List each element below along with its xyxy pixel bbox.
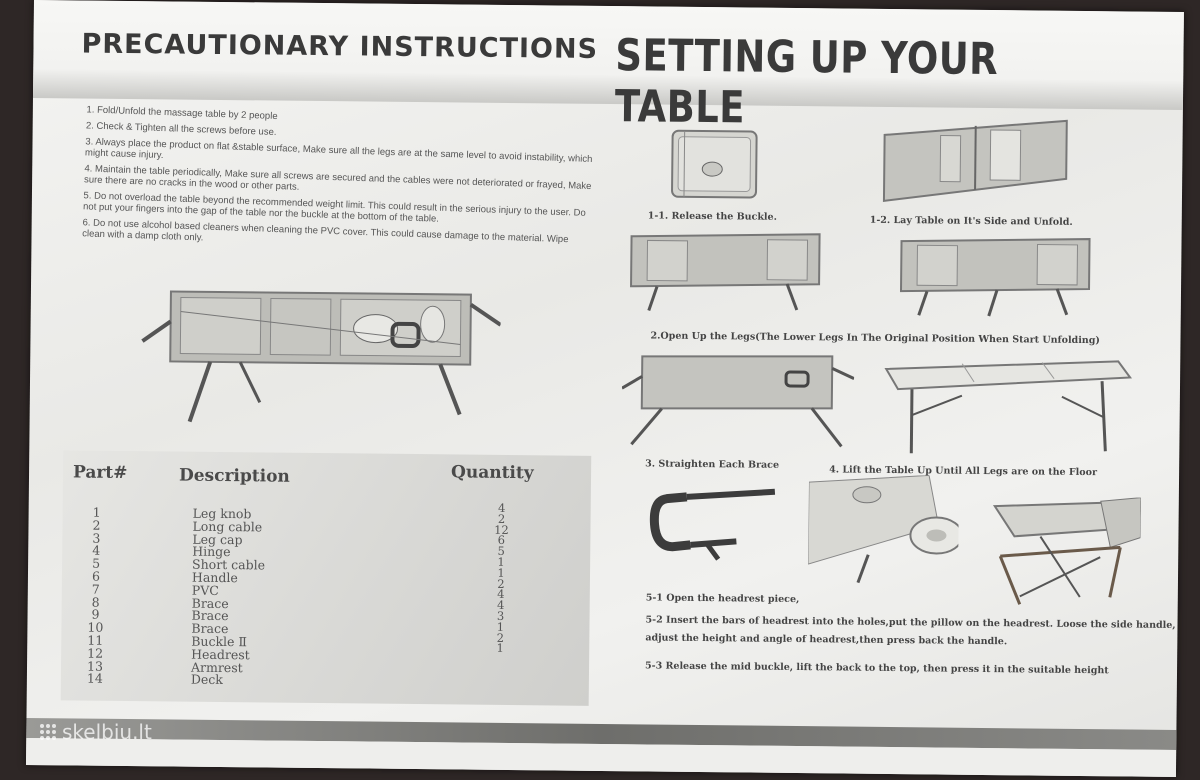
part-description: Deck xyxy=(190,672,223,688)
open-legs-illustration-2 xyxy=(897,233,1094,319)
quantity-header: Quantity xyxy=(450,462,534,484)
step-3-label: 3. Straighten Each Brace xyxy=(645,458,780,471)
note-5-2a: 5-2 Insert the bars of headrest into the… xyxy=(645,614,1176,631)
lifted-table-illustration xyxy=(881,355,1133,458)
quantity-value: 1 xyxy=(496,641,504,656)
note-5-3: 5-3 Release the mid buckle, lift the bac… xyxy=(645,660,1109,677)
folded-table-illustration xyxy=(664,117,765,208)
backrest-raise-illustration xyxy=(990,496,1142,608)
step-1-1-label: 1-1. Release the Buckle. xyxy=(647,210,777,223)
open-legs-illustration-1 xyxy=(627,228,824,314)
step-1-2-label: 1-2. Lay Table on It's Side and Unfold. xyxy=(869,214,1073,228)
part-number-header: Part# xyxy=(72,462,128,484)
watermark-logo-icon xyxy=(40,724,56,740)
precautions-list: 1. Fold/Unfold the massage table by 2 pe… xyxy=(82,104,597,262)
note-5-1: 5-1 Open the headrest piece, xyxy=(645,592,800,606)
watermark: skelbiu.lt xyxy=(40,720,152,744)
instruction-sheet: PRECAUTIONARY INSTRUCTIONS SETTING UP YO… xyxy=(25,0,1184,778)
table-parts-illustration xyxy=(139,271,502,435)
straighten-brace-illustration xyxy=(621,346,855,448)
headrest-pillow-illustration xyxy=(807,474,964,586)
part-number: 14 xyxy=(86,670,103,687)
table-on-side-illustration xyxy=(880,115,1071,209)
description-header: Description xyxy=(178,465,290,487)
watermark-text: skelbiu.lt xyxy=(62,720,152,744)
step-2-label: 2.Open Up the Legs(The Lower Legs In The… xyxy=(650,330,1100,347)
headrest-bracket-illustration xyxy=(646,484,777,565)
note-5-2b: adjust the height and angle of headrest,… xyxy=(645,632,1008,648)
precautionary-title: PRECAUTIONARY INSTRUCTIONS xyxy=(81,28,599,65)
